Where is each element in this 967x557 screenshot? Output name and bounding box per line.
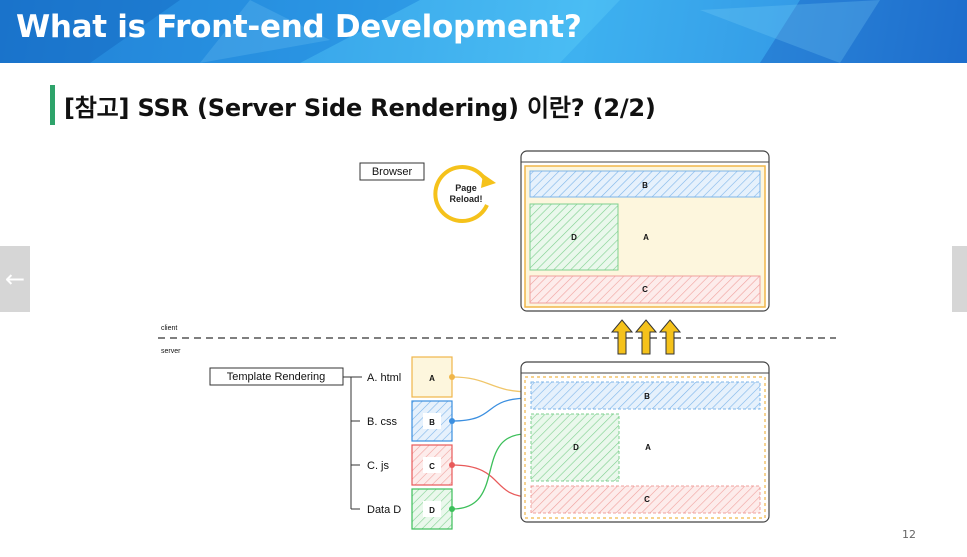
client-label-a: A (643, 233, 649, 242)
file-box-c-letter: C (429, 462, 435, 471)
server-region-c (530, 485, 761, 514)
server-region-d (530, 413, 620, 482)
client-label-d: D (571, 233, 577, 242)
server-region-b (530, 381, 761, 410)
browser-label: Browser (372, 166, 413, 178)
connector-lines (449, 374, 532, 512)
page-number: 12 (902, 528, 916, 541)
client-region-c (529, 275, 761, 304)
prev-slide-button[interactable]: ← (0, 246, 30, 312)
arrow-left-icon: ← (4, 265, 26, 293)
file-box-b: B (411, 400, 453, 442)
file-name-js: C. js (367, 460, 390, 472)
file-name-data: Data D (367, 504, 401, 516)
template-rendering-label: Template Rendering (227, 371, 325, 383)
server-label-d: D (573, 443, 579, 452)
slide-header: What is Front-end Development? (0, 0, 967, 63)
file-tree (343, 376, 362, 510)
client-label-c: C (642, 285, 648, 294)
file-box-c: C (411, 444, 453, 486)
file-box-b-letter: B (429, 418, 435, 427)
file-box-d-letter: D (429, 506, 435, 515)
client-label: client (161, 325, 177, 332)
reload-text-line2: Reload! (449, 194, 482, 204)
server-label-b: B (644, 392, 650, 401)
slide-subtitle: [참고] SSR (Server Side Rendering) 이란? (2/… (64, 94, 656, 122)
client-region-b (529, 170, 761, 198)
server-label-c: C (644, 495, 650, 504)
subtitle-accent-bar (50, 85, 55, 125)
page-reload-icon: Page Reload! (433, 165, 496, 223)
client-label-b: B (642, 181, 648, 190)
client-browser-window: B D A C (520, 150, 770, 312)
server-label-a: A (645, 443, 651, 452)
upload-arrows-icon (610, 319, 682, 355)
reload-text-line1: Page (455, 183, 477, 193)
client-region-d (529, 203, 619, 271)
slide-title: What is Front-end Development? (16, 9, 582, 45)
header-background-pattern (0, 0, 967, 63)
template-rendering-label-box: Template Rendering (209, 367, 344, 386)
browser-label-box: Browser (359, 162, 425, 181)
file-box-a: A (411, 356, 453, 398)
next-slide-button[interactable] (952, 246, 967, 312)
file-name-html: A. html (367, 372, 401, 384)
file-box-a-letter: A (429, 374, 435, 383)
server-browser-window: B D A C (520, 361, 770, 523)
file-name-css: B. css (367, 416, 397, 428)
server-label: server (161, 348, 181, 355)
file-box-d: D (411, 488, 453, 530)
